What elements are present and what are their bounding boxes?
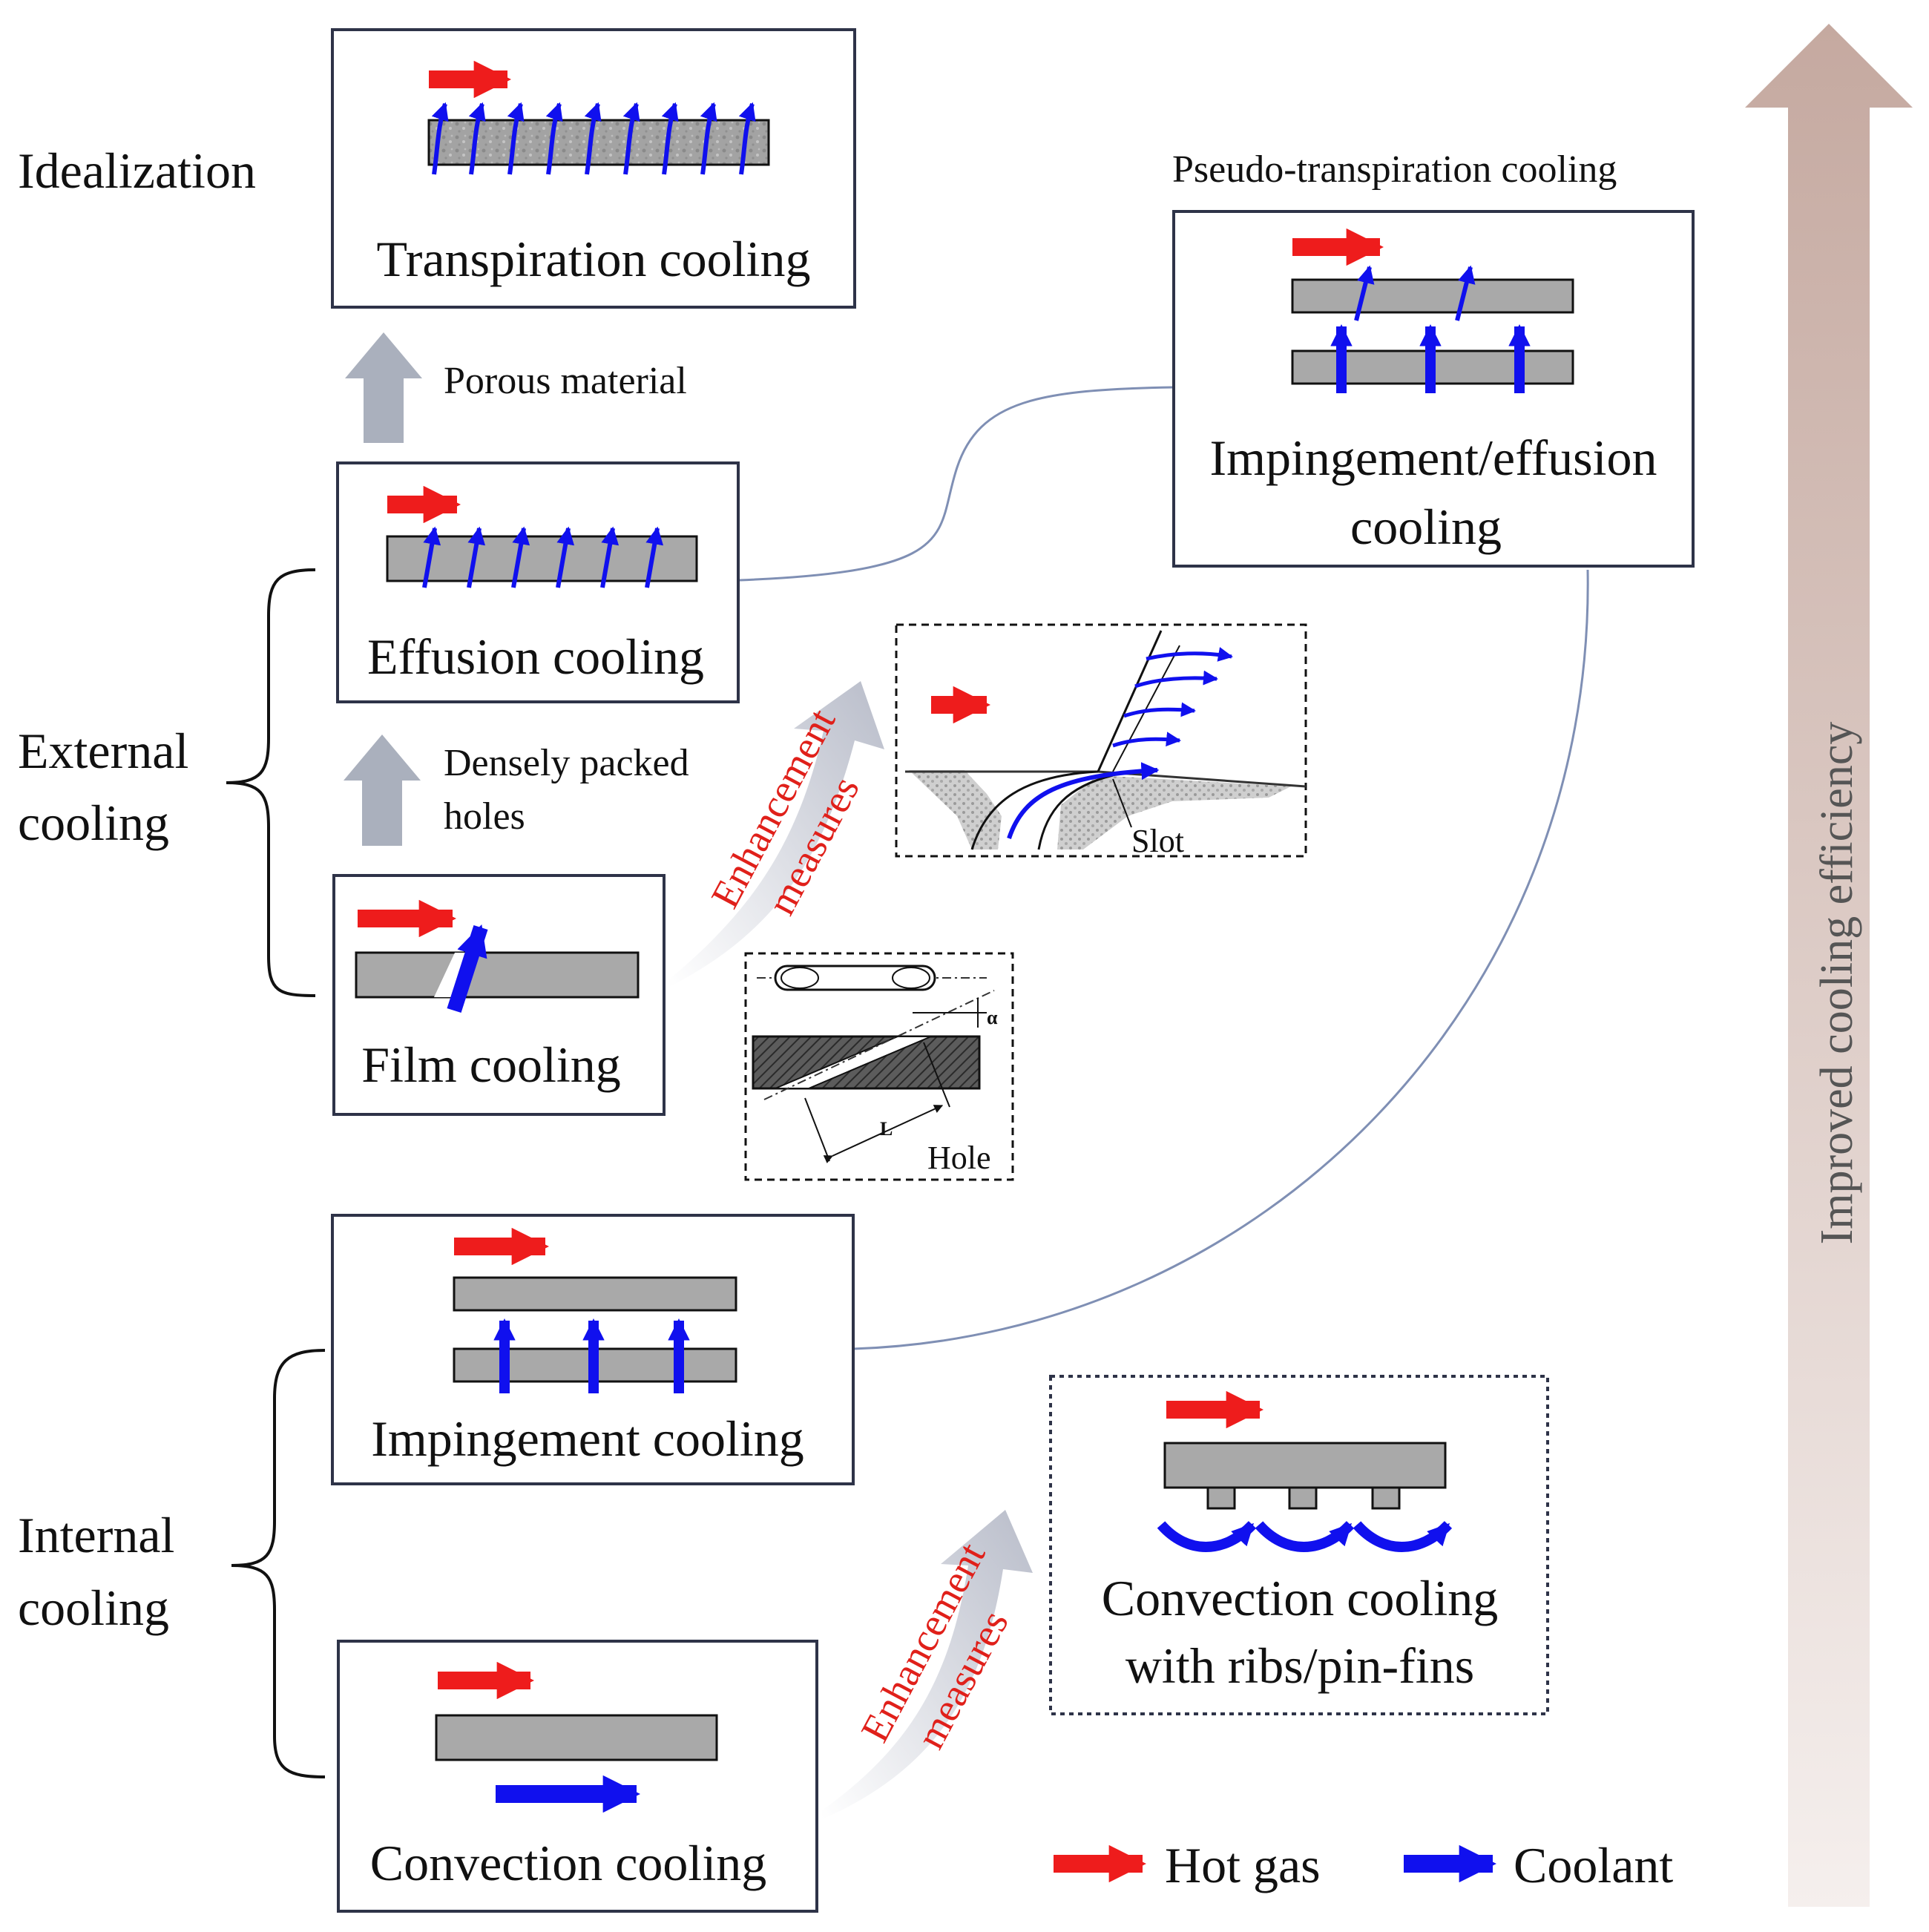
inclined-hole: [775, 1036, 932, 1089]
coolant-arrow-icon: [1330, 324, 1531, 393]
external-brace: [226, 568, 316, 997]
plate: [355, 951, 640, 999]
impingement-effusion-cooling-box: Impingement/effusion cooling: [1172, 210, 1695, 568]
box-label-impingement-effusion-line1: Impingement/effusion: [1209, 430, 1657, 486]
legend-coolant: Coolant: [1514, 1837, 1673, 1893]
box-label-effusion: Effusion cooling: [367, 628, 704, 685]
connector-impingement-to-impingement-effusion: [852, 569, 1589, 1350]
box-label-convection: Convection cooling: [370, 1835, 766, 1891]
coolant-arrow-icon: [1112, 647, 1233, 748]
legend: Hot gas Coolant: [1054, 1837, 1673, 1893]
box-label-ribs-line1: Convection cooling: [1102, 1570, 1498, 1626]
coolant-arrow-icon: [422, 526, 664, 588]
alpha-label: α: [987, 1007, 998, 1028]
box-label-impingement: Impingement cooling: [371, 1410, 804, 1467]
efficiency-arrow: [1745, 24, 1913, 1907]
coolant-arrow-icon: [431, 102, 756, 175]
porous-plate: [427, 119, 770, 166]
length-label: L: [880, 1118, 893, 1140]
coolant-arrow-icon: [447, 924, 488, 1013]
transpiration-cooling-box: Transpiration cooling: [331, 28, 856, 309]
impingement-cooling-box: Impingement cooling: [331, 1214, 855, 1485]
coolant-arrow-icon: [1007, 762, 1160, 839]
rib: [1288, 1486, 1318, 1510]
note-densely-line2: holes: [444, 795, 525, 838]
category-internal-line2: cooling: [18, 1580, 169, 1636]
slot-wall-right: [1057, 775, 1291, 850]
gray-up-arrow: [345, 332, 422, 443]
coolant-arrow-icon: [1157, 1521, 1453, 1552]
internal-brace: [231, 1349, 326, 1778]
category-idealization: Idealization: [18, 142, 256, 199]
film-cooling-box: Film cooling: [332, 874, 666, 1116]
plate: [1163, 1442, 1447, 1489]
box-label-ribs-line2: with ribs/pin-fins: [1125, 1637, 1474, 1694]
slot-inset: Slot: [895, 623, 1307, 859]
efficiency-label: Improved cooling efficiency: [1812, 722, 1862, 1245]
enhancement-arrow: [822, 1510, 1033, 1819]
connector-effusion-to-impingement-effusion: [739, 386, 1174, 582]
gray-up-arrow: [344, 735, 421, 846]
slot-wall-curve: [1037, 774, 1114, 850]
category-internal-line1: Internal: [18, 1507, 174, 1563]
rib: [1206, 1486, 1236, 1510]
slot-label: Slot: [1131, 823, 1184, 859]
slot-wall-left: [909, 770, 1002, 850]
rib: [1371, 1486, 1401, 1510]
box-label-transpiration: Transpiration cooling: [377, 231, 811, 287]
hole-label: Hole: [927, 1140, 991, 1176]
ribs-pin-fins-box: Convection cooling with ribs/pin-fins: [1049, 1375, 1549, 1715]
plate: [453, 1276, 737, 1312]
category-external-line1: External: [18, 723, 188, 779]
category-external-line2: cooling: [18, 795, 169, 851]
box-label-film: Film cooling: [361, 1036, 620, 1093]
hole-top-view: [774, 965, 936, 991]
coolant-arrow-icon: [1354, 265, 1476, 321]
convection-cooling-box: Convection cooling: [337, 1640, 818, 1913]
effusion-cooling-box: Effusion cooling: [336, 461, 740, 703]
note-pseudo: Pseudo-transpiration cooling: [1172, 148, 1617, 191]
plate: [435, 1714, 718, 1761]
box-label-impingement-effusion-line2: cooling: [1350, 499, 1502, 555]
plate: [1291, 278, 1574, 314]
note-porous: Porous material: [444, 360, 687, 402]
note-densely-line1: Densely packed: [444, 742, 689, 784]
enhancement-arrow: [669, 681, 884, 987]
slot-wall-curve: [970, 770, 1099, 850]
hole-inset: α L Hole: [744, 952, 1014, 1181]
coolant-arrow-icon: [493, 1318, 690, 1393]
legend-hot-gas: Hot gas: [1165, 1837, 1321, 1893]
